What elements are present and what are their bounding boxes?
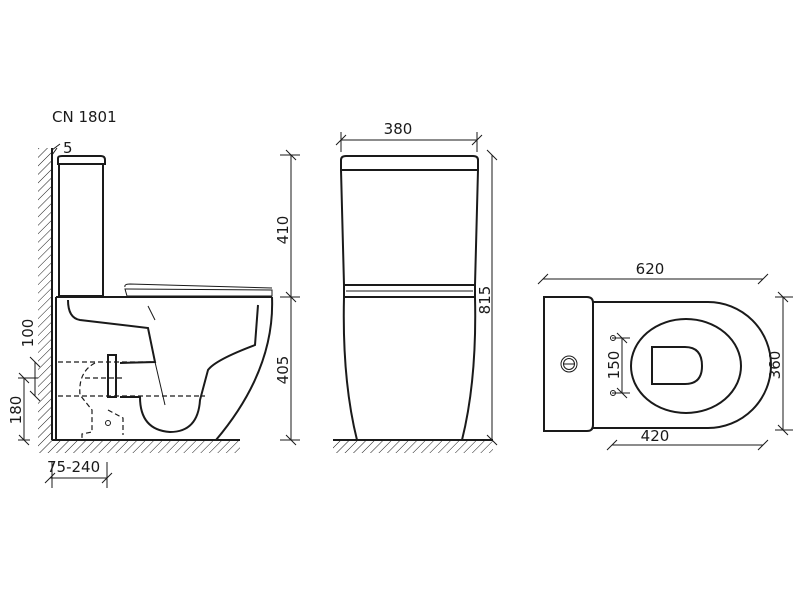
front-width-label: 380 [384,120,413,138]
outlet-connector [79,362,124,440]
length-dim [537,273,769,285]
outlet-dim-lines [18,356,41,446]
outlet-distance-label: 75-240 [47,458,100,476]
trapway [67,299,259,434]
front-width-dim [335,132,483,152]
front-seat-band [343,284,476,298]
fixing-hole [610,390,616,396]
height-dim-lines [280,149,300,446]
seat-opening [651,346,704,385]
tank-height-label: 410 [274,216,292,245]
flush-button-icon[interactable] [560,355,578,373]
outlet-center-lines [58,361,205,397]
top-bowl-inner [630,318,742,414]
wall-gap-mark [51,143,61,156]
length-label: 620 [636,260,665,278]
seat-side [124,283,273,297]
outlet-distance-dim [44,462,113,488]
front-view: 380 815 [333,120,498,453]
wall-gap-label: 5 [63,139,73,157]
side-view: 5 410 405 100 180 75-240 [7,139,300,488]
fixing-spacing-label: 150 [605,351,623,380]
width-label: 360 [766,351,784,380]
bowl-length-label: 420 [641,427,670,445]
total-height-label: 815 [476,286,494,315]
fixing-spacing-dim [612,332,630,399]
outlet-flange [107,354,117,398]
outlet-height-label: 180 [7,396,25,425]
bowl-outer [55,296,274,441]
top-tank [543,296,594,432]
top-view: 620 360 420 150 [537,260,793,451]
model-label: CN 1801 [52,108,117,126]
front-tank-body [340,169,479,286]
front-tank-lid [340,155,479,171]
bowl-height-label: 405 [274,356,292,385]
floor-hatch-side [38,440,240,453]
fixing-hole [610,335,616,341]
outlet-offset-label: 100 [19,319,37,348]
floor-hatch-front [333,440,493,453]
front-bowl [342,296,477,441]
tank-body [58,164,104,297]
top-bowl-outline [593,301,772,429]
bowl-length-dim [606,439,769,451]
wall-hatch [38,148,52,440]
connector-hole [105,420,111,426]
trap-inner [147,305,166,406]
total-height-dim [486,149,498,446]
tank-lid [57,155,106,165]
width-dim [775,291,793,436]
